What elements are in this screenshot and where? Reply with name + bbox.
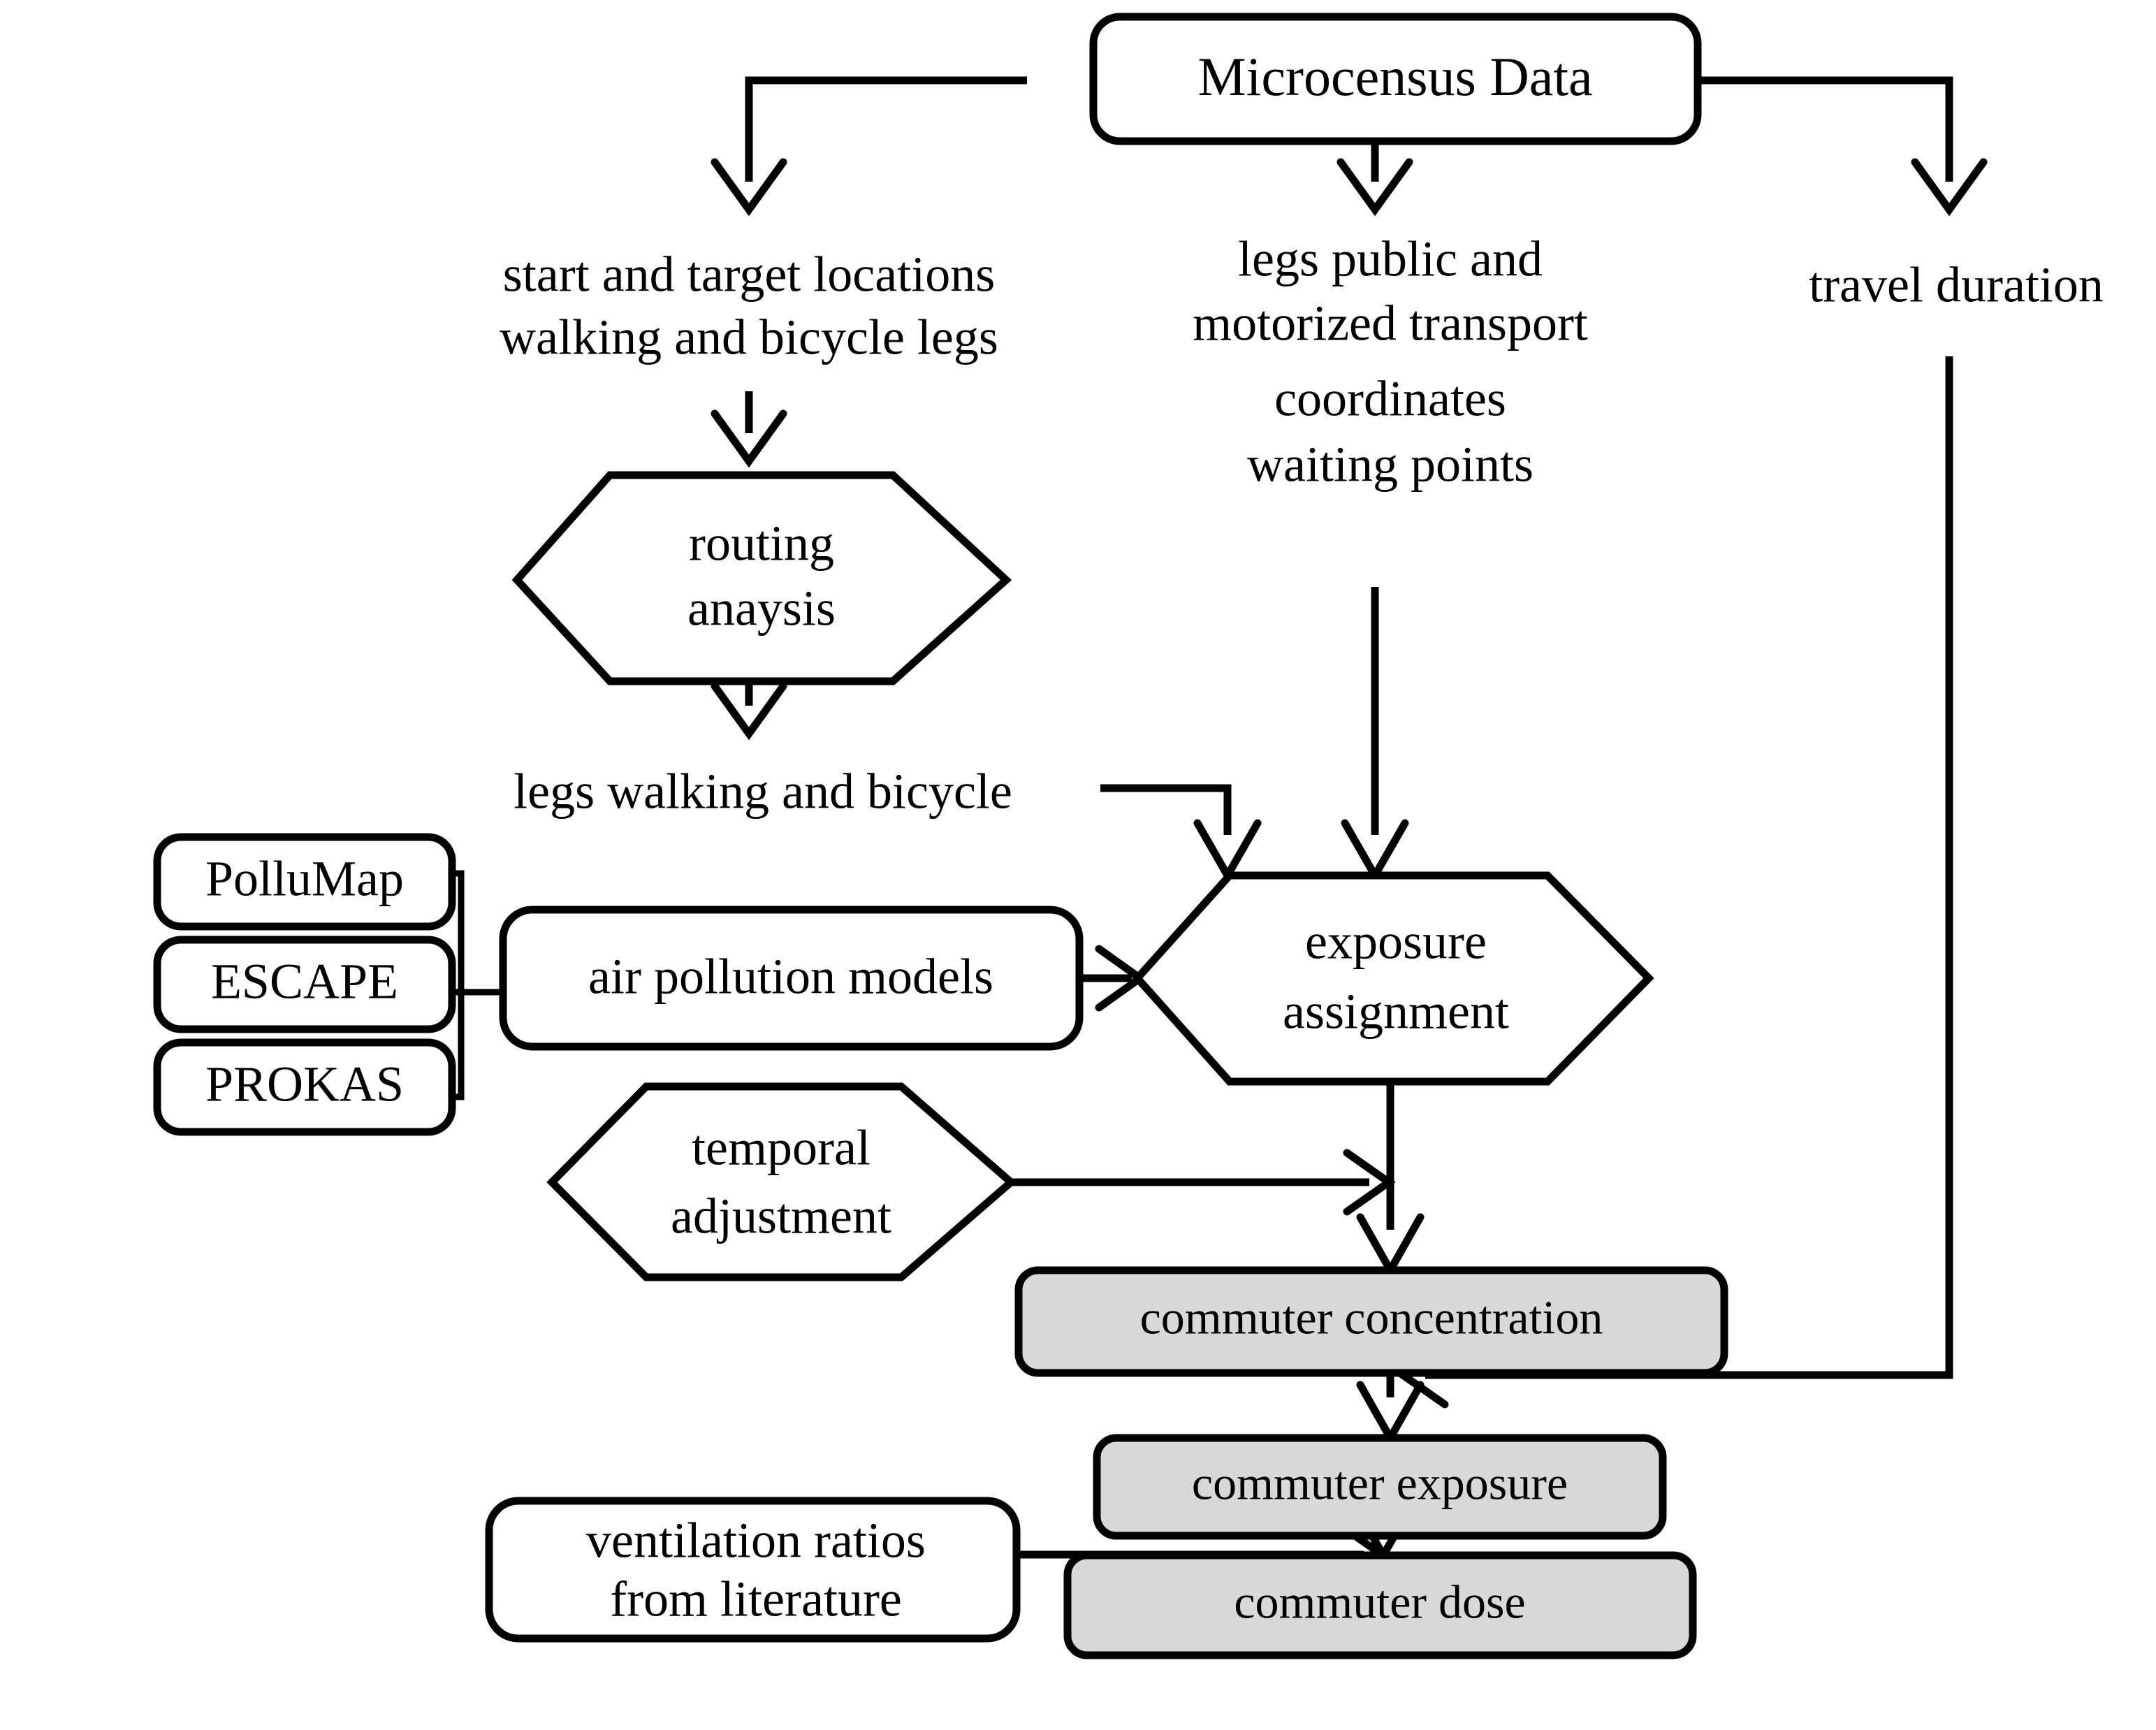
commuter-dose-box[interactable] (1063, 1551, 1697, 1659)
label-travel-duration: travel duration (1809, 257, 2104, 313)
routing-analysis-line1: routing (689, 516, 834, 572)
air-pollution-models-box[interactable] (499, 906, 1084, 1051)
start-target-line2: walking and bicycle legs (500, 310, 998, 365)
node-microcensus-data[interactable]: Microcensus Data (1089, 13, 1702, 145)
node-escape[interactable]: ESCAPE (153, 936, 456, 1033)
edge-air-models-to-exposure (1076, 945, 1147, 1012)
temporal-adjustment-line2: adjustment (671, 1189, 891, 1244)
legs-public-line1: legs public and (1238, 231, 1543, 287)
commuter-concentration-label: commuter concentration (1140, 1291, 1603, 1344)
node-commuter-exposure[interactable]: commuter exposure (1093, 1434, 1667, 1540)
routing-analysis-hexagon[interactable] (511, 471, 1012, 685)
routing-analysis-line2: anaysis (687, 581, 836, 637)
prokas-box[interactable] (153, 1038, 456, 1136)
escape-label: ESCAPE (211, 954, 398, 1010)
node-routing-analysis[interactable]: routing anaysis (511, 471, 1012, 685)
legs-public-line4: waiting points (1247, 437, 1534, 493)
label-legs-walking-and-bicycle: legs walking and bicycle (513, 764, 1012, 820)
exposure-assignment-line1: exposure (1305, 914, 1487, 970)
node-temporal-adjustment[interactable]: temporal adjustment (546, 1082, 1017, 1281)
pollumap-box[interactable] (153, 833, 456, 931)
legs-public-line2: motorized transport (1193, 296, 1588, 351)
label-start-and-target-locations: start and target locations walking and b… (500, 247, 998, 365)
legs-public-line3: coordinates (1274, 371, 1506, 427)
label-legs-public-transport: legs public and motorized transport coor… (1193, 231, 1588, 493)
air-pollution-models-label: air pollution models (588, 949, 993, 1005)
edge-legs-walking-to-exposure (1100, 784, 1262, 884)
pollumap-label: PolluMap (205, 851, 404, 907)
commuter-concentration-box[interactable] (1014, 1266, 1728, 1377)
node-prokas[interactable]: PROKAS (153, 1038, 456, 1136)
node-ventilation-ratios[interactable]: ventilation ratios from literature (485, 1497, 1021, 1643)
node-commuter-dose[interactable]: commuter dose (1063, 1551, 1697, 1659)
edge-source-to-legs-public (1336, 140, 1413, 217)
temporal-adjustment-line1: temporal (692, 1120, 871, 1176)
edge-legs-public-to-exposure (1341, 587, 1409, 884)
temporal-adjustment-hexagon[interactable] (546, 1082, 1017, 1281)
edge-source-to-start-target (711, 76, 1027, 217)
commuter-exposure-box[interactable] (1093, 1434, 1667, 1540)
start-target-line1: start and target locations (503, 247, 995, 303)
microcensus-data-label: Microcensus Data (1197, 46, 1592, 107)
node-commuter-concentration[interactable]: commuter concentration (1014, 1266, 1728, 1377)
microcensus-data-box[interactable] (1089, 13, 1702, 145)
exposure-assignment-line2: assignment (1283, 984, 1509, 1040)
commuter-exposure-label: commuter exposure (1192, 1457, 1568, 1510)
edge-source-to-travel-duration (1698, 76, 1988, 217)
node-exposure-assignment[interactable]: exposure assignment (1132, 871, 1654, 1086)
travel-duration-label: travel duration (1809, 257, 2104, 313)
ventilation-ratios-line1: ventilation ratios (586, 1513, 926, 1569)
exposure-assignment-hexagon[interactable] (1132, 871, 1654, 1086)
prokas-label: PROKAS (205, 1056, 404, 1112)
escape-box[interactable] (153, 936, 456, 1033)
ventilation-ratios-box[interactable] (485, 1497, 1021, 1643)
ventilation-ratios-line2: from literature (610, 1571, 902, 1627)
node-pollumap[interactable]: PolluMap (153, 833, 456, 931)
edge-exposure-to-concentration (1356, 1082, 1425, 1279)
commuter-dose-label: commuter dose (1234, 1576, 1525, 1629)
edge-start-target-to-routing (711, 391, 787, 468)
node-air-pollution-models[interactable]: air pollution models (499, 906, 1084, 1051)
legs-walking-label: legs walking and bicycle (513, 764, 1012, 820)
edge-temporal-to-concentration (1011, 1149, 1396, 1216)
